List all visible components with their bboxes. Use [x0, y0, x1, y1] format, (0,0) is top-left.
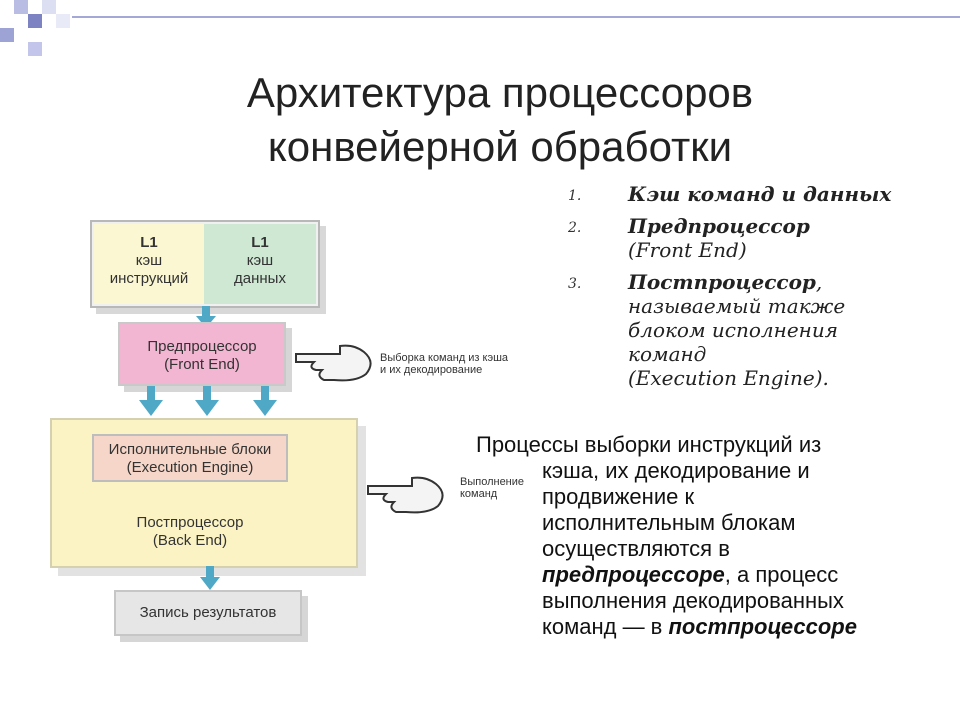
list-item-title: Постпроцессор [628, 270, 816, 294]
arrow-icon [139, 386, 163, 416]
back-end-label: (Back End) [152, 532, 228, 549]
paragraph-line: выполнения декодированных [542, 588, 844, 613]
pipeline-diagram: L1 кэш инструкций L1 кэш данных Предпроц… [36, 210, 536, 650]
list-number: 1. [568, 188, 582, 204]
list-item: 2. Предпроцессор (Front End) [560, 214, 955, 262]
slide-title: Архитектура процессоров конвейерной обра… [120, 66, 880, 174]
list-item: 3. Постпроцессор, называемый также блоко… [560, 270, 955, 390]
arrow-icon [253, 386, 277, 416]
list-item-detail: называемый также [628, 294, 846, 318]
title-line-2: конвейерной обработки [267, 123, 733, 170]
list-item-title: Кэш команд и данных [628, 182, 892, 206]
front-end-box: Предпроцессор (Front End) [118, 322, 286, 386]
write-results-box: Запись результатов [114, 590, 302, 636]
cache-label: инструкций [109, 270, 189, 287]
paragraph-line: осуществляются в [542, 536, 730, 561]
paragraph-emphasis: постпроцессоре [668, 614, 857, 639]
arrow-icon [200, 566, 220, 590]
back-end-label-block: Постпроцессор (Back End) [92, 514, 288, 554]
corner-decoration [0, 0, 90, 60]
execution-note: Выполнение команд [460, 476, 534, 500]
note-line: Выборка команд из кэша [380, 352, 509, 364]
front-end-note: Выборка команд из кэша и их декодировани… [380, 352, 540, 376]
paragraph-text: команд — в [542, 614, 669, 639]
execution-units-label: (Execution Engine) [126, 459, 254, 476]
execution-units-label: Исполнительные блоки [108, 441, 272, 458]
arrow-icon [195, 386, 219, 416]
paragraph-text: , а процесс [724, 562, 839, 587]
front-end-label: (Front End) [164, 356, 240, 373]
component-list: 1. Кэш команд и данных 2. Предпроцессор … [560, 182, 955, 398]
description-paragraph: Процессы выборки инструкций из кэша, их … [476, 432, 936, 640]
front-end-label: Предпроцессор [147, 338, 257, 355]
list-item-comma: , [815, 270, 823, 294]
pointing-hand-icon [295, 344, 372, 382]
execution-units-box: Исполнительные блоки (Execution Engine) [92, 434, 288, 482]
list-number: 3. [568, 276, 582, 292]
paragraph-line: кэша, их декодирование и [542, 458, 810, 483]
pointing-hand-icon [367, 476, 444, 514]
paragraph-line: исполнительным блокам [542, 510, 796, 535]
title-line-1: Архитектура процессоров [246, 69, 754, 116]
header-rule [72, 16, 960, 18]
list-item-detail: блоком исполнения [628, 318, 838, 342]
list-item: 1. Кэш команд и данных [560, 182, 955, 206]
cache-level-label: L1 [251, 234, 269, 251]
cache-label: кэш [246, 252, 274, 269]
list-item-detail: (Execution Engine). [628, 366, 829, 390]
cache-label: кэш [135, 252, 163, 269]
write-results-label: Запись результатов [139, 604, 277, 621]
paragraph-line: предпроцессоре, а процесс [476, 562, 936, 588]
list-item-detail: команд [628, 342, 707, 366]
cache-instructions-box: L1 кэш инструкций [94, 224, 204, 304]
list-item-title: Предпроцессор [628, 214, 810, 238]
paragraph-emphasis: предпроцессоре [542, 562, 725, 587]
cache-data-box: L1 кэш данных [204, 224, 316, 304]
paragraph-line: продвижение к [542, 484, 695, 509]
note-line: и их декодирование [380, 364, 483, 376]
note-line: команд [460, 488, 498, 500]
cache-level-label: L1 [140, 234, 158, 251]
note-line: Выполнение [460, 476, 525, 488]
cache-label: данных [234, 270, 286, 287]
back-end-label: Постпроцессор [136, 514, 244, 531]
list-item-detail: (Front End) [628, 238, 747, 262]
paragraph-line: команд — в постпроцессоре [476, 614, 936, 640]
paragraph-line: Процессы выборки инструкций из [476, 432, 822, 457]
list-number: 2. [568, 220, 582, 236]
